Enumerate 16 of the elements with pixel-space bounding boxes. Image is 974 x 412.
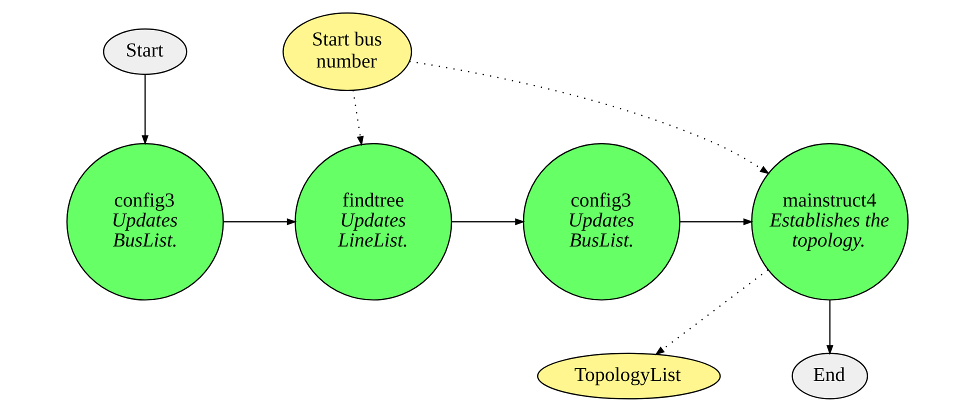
arrow xyxy=(141,74,148,146)
node-ellipse: Start xyxy=(102,28,187,75)
node-circle: config3 Updates BusList. xyxy=(522,143,680,301)
node-circle: findtree Updates LineList. xyxy=(294,143,452,301)
node-ellipse: Start bus number xyxy=(282,12,412,92)
arrow xyxy=(680,218,753,226)
node-ellipse: End xyxy=(791,352,868,400)
node-circle: config3 Updates BusList. xyxy=(66,143,224,301)
node-circle: mainstruct4 Establishes the topology. xyxy=(750,143,908,301)
arrow xyxy=(408,60,770,174)
node-ellipse: TopologyList xyxy=(536,352,720,400)
arrow xyxy=(352,90,364,146)
arrow xyxy=(826,300,833,356)
arrow xyxy=(223,218,296,226)
arrow xyxy=(451,218,525,226)
arrow xyxy=(654,269,768,356)
